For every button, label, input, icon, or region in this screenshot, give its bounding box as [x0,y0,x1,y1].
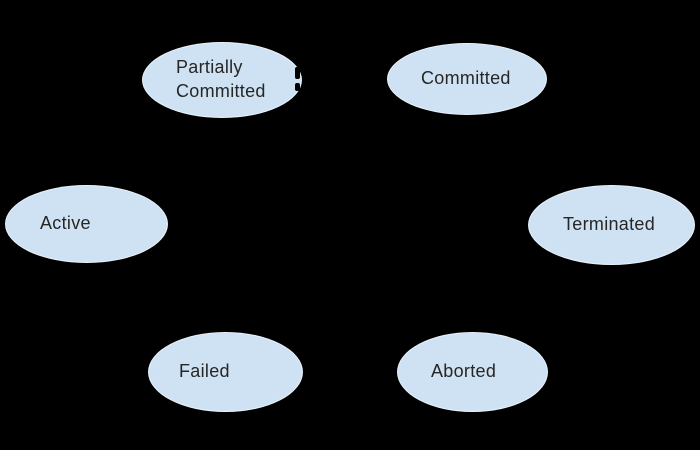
state-label-committed: Committed [421,68,511,89]
state-node-failed: Failed [148,332,303,412]
state-label-aborted: Aborted [431,361,497,382]
arrowhead-remnant-icon [295,67,300,79]
state-node-aborted: Aborted [397,332,548,412]
state-node-committed: Committed [387,43,547,115]
state-node-partially-committed: Partially Committed [142,42,302,118]
arrowhead-remnant-icon [295,83,300,91]
state-node-active: Active [5,185,168,263]
state-label-terminated: Terminated [563,214,656,235]
state-label-failed: Failed [179,361,230,382]
state-label-active: Active [40,213,91,234]
state-label-partially-committed: Partially Committed [176,57,266,101]
state-node-terminated: Terminated [528,185,695,265]
